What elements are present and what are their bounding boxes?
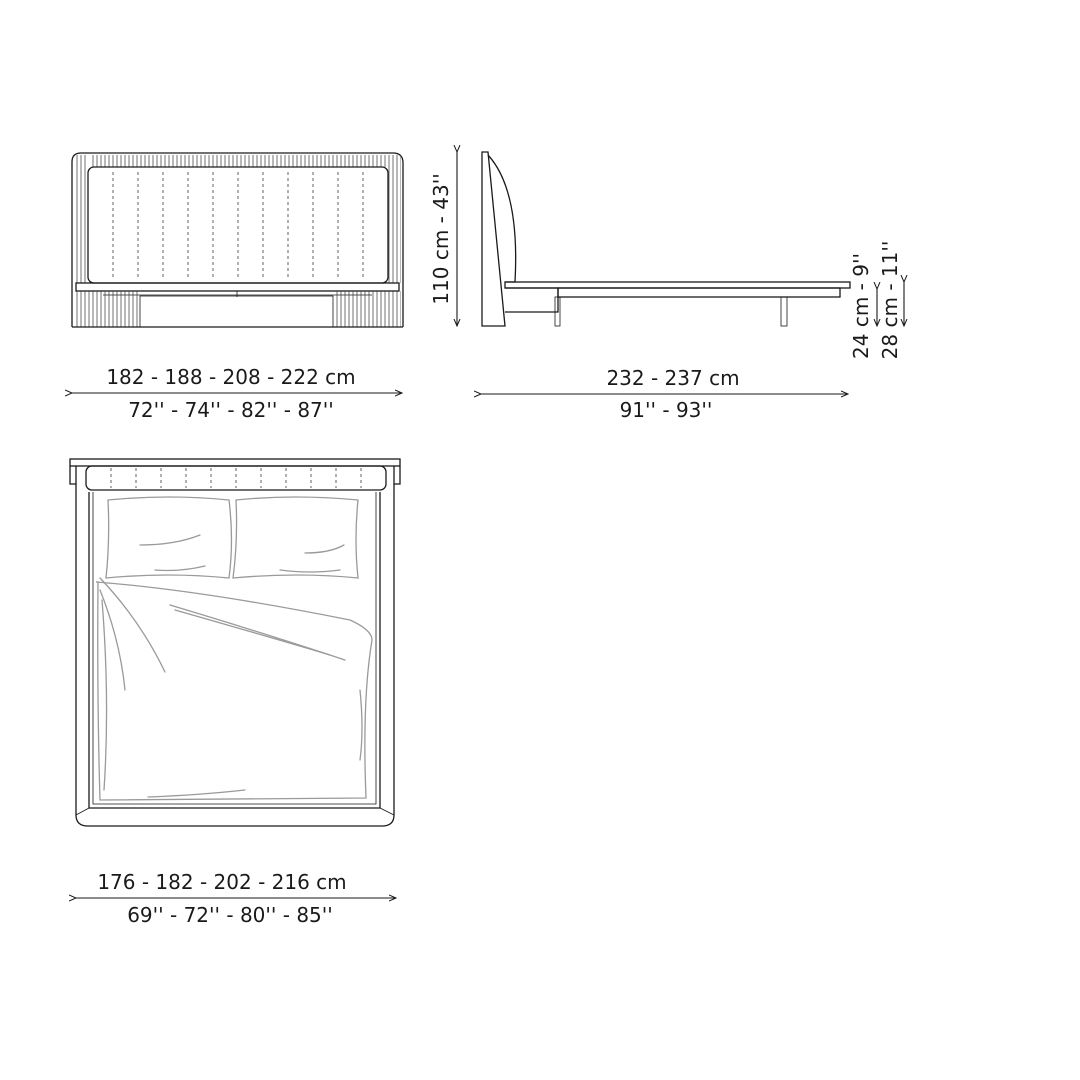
frame-height-1-label: 24 cm - 9''	[849, 253, 873, 359]
length-in-label: 91'' - 93''	[620, 398, 713, 422]
height-label: 110 cm - 43''	[429, 173, 453, 304]
top-view-drawing	[69, 458, 401, 827]
side-view-drawing	[481, 151, 851, 327]
front-width-in-label: 72'' - 74'' - 82'' - 87''	[128, 398, 334, 422]
front-width-cm-label: 182 - 188 - 208 - 222 cm	[106, 365, 355, 389]
front-view-drawing	[71, 152, 404, 328]
top-width-cm-label: 176 - 182 - 202 - 216 cm	[97, 870, 346, 894]
length-cm-label: 232 - 237 cm	[606, 366, 739, 390]
frame-height-2-label: 28 cm - 11''	[878, 241, 902, 360]
top-width-in-label: 69'' - 72'' - 80'' - 85''	[127, 903, 333, 927]
